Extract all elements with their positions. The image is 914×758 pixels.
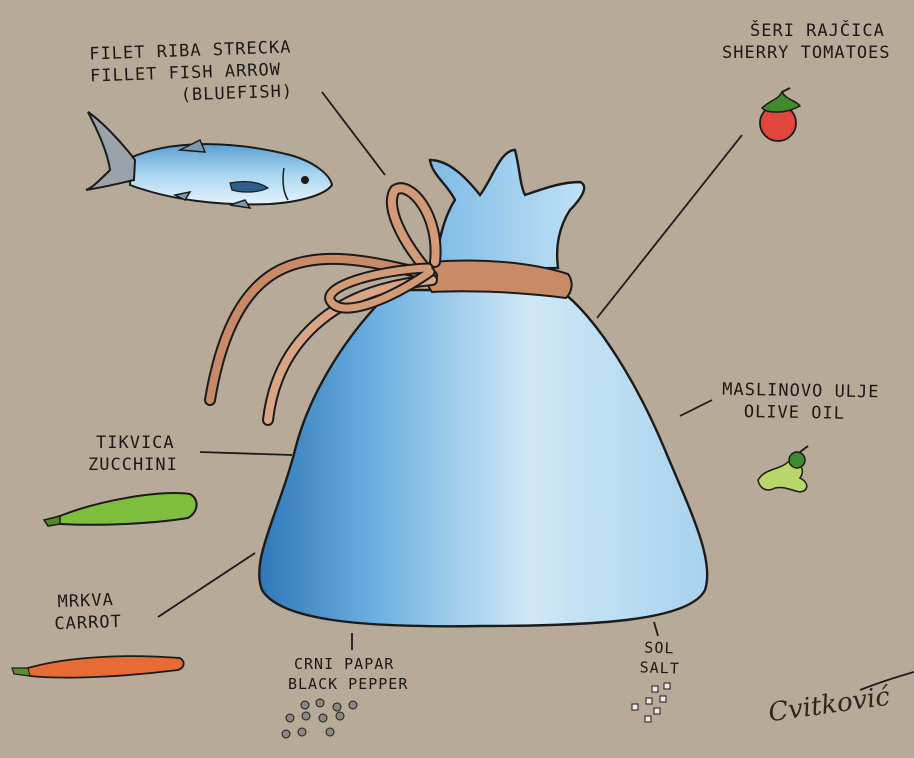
- zucchini-icon: [44, 493, 197, 526]
- zucchini-label-hr: TIKVICA: [96, 432, 178, 454]
- tomato-label-en: SHERRY TOMATOES: [722, 42, 891, 64]
- carrot-label-hr: MRKVA: [57, 589, 121, 613]
- tomato-label-hr: ŠERI RAJČICA: [748, 20, 891, 42]
- carrot-label-en: CARROT: [54, 611, 122, 635]
- carrot-label: MRKVA CARROT: [57, 589, 122, 635]
- carrot-icon: [12, 656, 184, 677]
- tomato-icon: [760, 88, 800, 141]
- zucchini-label-en: ZUCCHINI: [88, 454, 178, 476]
- black-pepper-icon: [282, 699, 357, 738]
- tomato-label: ŠERI RAJČICA SHERRY TOMATOES: [748, 20, 891, 64]
- salt-label: SOL SALT: [639, 637, 680, 678]
- pepper-label-hr: CRNI PAPAR: [288, 654, 408, 674]
- oil-label: MASLINOVO ULJE OLIVE OIL: [722, 379, 880, 426]
- fish-label: FILET RIBA STRECKA FILLET FISH ARROW (BL…: [89, 36, 294, 109]
- salt-label-hr: SOL: [640, 637, 681, 658]
- pepper-label: CRNI PAPAR BLACK PEPPER: [288, 654, 408, 694]
- pepper-label-en: BLACK PEPPER: [288, 674, 408, 694]
- bag: [259, 150, 707, 626]
- fish-icon: [86, 112, 332, 208]
- olive-oil-icon: [758, 446, 808, 492]
- zucchini-label: TIKVICA ZUCCHINI: [96, 432, 178, 476]
- oil-label-hr: MASLINOVO ULJE: [722, 379, 880, 404]
- salt-label-en: SALT: [639, 657, 680, 678]
- salt-icon: [632, 683, 670, 722]
- oil-label-en: OLIVE OIL: [722, 401, 880, 426]
